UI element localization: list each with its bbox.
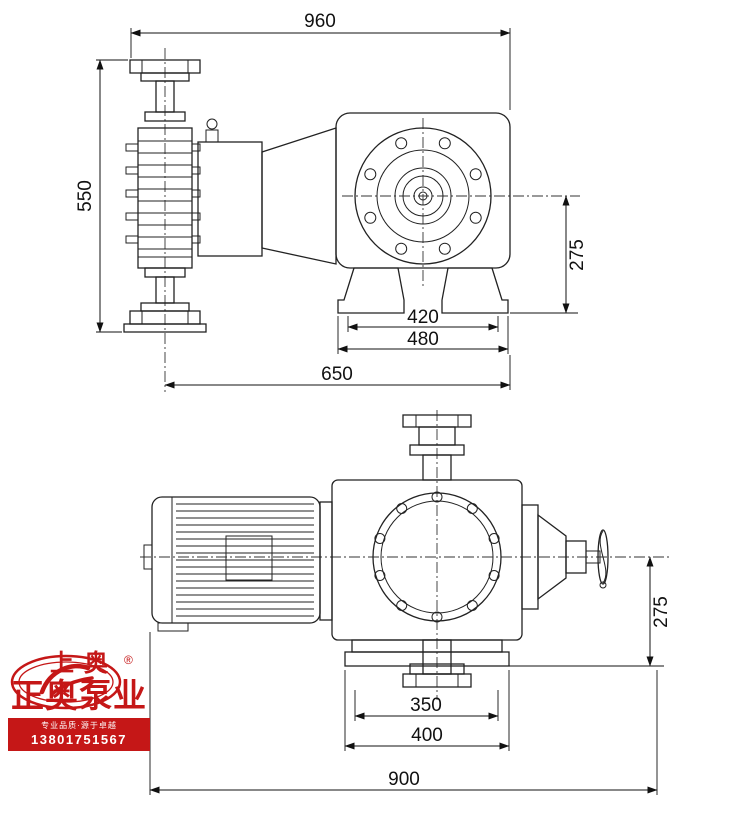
- front-view-drawing: [123, 48, 580, 392]
- logo-tagline: 专业品质·源于卓越: [41, 721, 117, 731]
- base-pedestal: [344, 639, 510, 667]
- plan-dimensions: 275 350 400 900: [149, 556, 672, 795]
- pump-head: [123, 59, 207, 333]
- motor-fins: [176, 503, 314, 617]
- brand-logo: ® 上奥 正奥泵业 专业品质·源于卓越 13801751567: [8, 650, 150, 752]
- handwheel-icon: [597, 529, 609, 589]
- pump-casing: [331, 479, 523, 641]
- lantern-bracket: [261, 127, 337, 265]
- dim-960: 960: [304, 11, 336, 32]
- hydraulic-body: [197, 118, 263, 257]
- front-centerlines: [164, 48, 580, 392]
- suction-valve: [402, 639, 472, 688]
- flange-bolt-holes: [364, 137, 482, 255]
- dim-480: 480: [407, 329, 439, 350]
- mounting-feet: [337, 267, 509, 314]
- dim-550: 550: [75, 180, 96, 212]
- dim-900: 900: [388, 769, 420, 790]
- terminal-box: [225, 535, 273, 581]
- motor-foot: [157, 622, 189, 632]
- plan-view-drawing: [140, 410, 672, 700]
- motor: [143, 496, 333, 632]
- logo-banner: 专业品质·源于卓越 13801751567: [8, 718, 150, 752]
- dim-650: 650: [321, 364, 353, 385]
- plan-centerlines: [140, 410, 672, 700]
- dim-275-front: 275: [567, 239, 588, 271]
- stroke-adjuster: [521, 504, 609, 610]
- front-dimensions: 960 550 275 420 480 650: [75, 11, 588, 390]
- motor-flange: [319, 501, 333, 621]
- registered-icon: ®: [124, 653, 133, 667]
- logo-phone: 13801751567: [30, 731, 128, 747]
- dim-400: 400: [411, 725, 443, 746]
- dim-420: 420: [407, 307, 439, 328]
- dim-275-plan: 275: [651, 596, 672, 628]
- drive-housing: [335, 112, 511, 269]
- head-bolts: [125, 143, 201, 244]
- cover-bolt-holes: [374, 491, 500, 623]
- logo-mark-icon: ®: [10, 653, 133, 710]
- head-plates: [138, 140, 192, 258]
- dim-350: 350: [410, 695, 442, 716]
